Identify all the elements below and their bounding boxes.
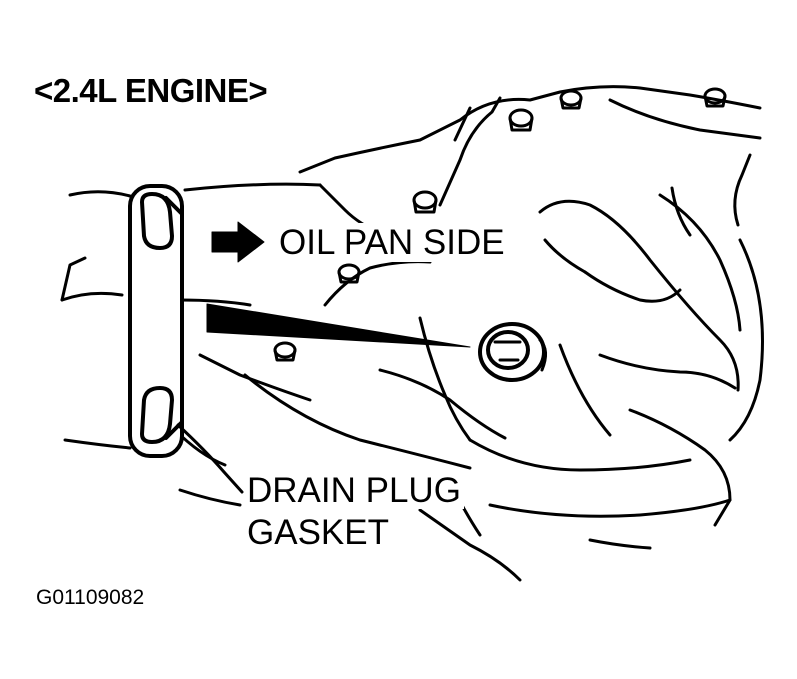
bolt-icon <box>559 89 583 110</box>
bolt-icon <box>508 108 534 132</box>
bolt-icon <box>412 190 438 214</box>
bolt-icon <box>273 341 297 362</box>
drain-plug <box>478 322 547 382</box>
drain-plug-label: DRAIN PLUG <box>244 472 464 509</box>
figure-id: G01109082 <box>36 586 145 609</box>
bolt-icon <box>337 263 361 284</box>
gasket-leader-line <box>176 423 244 494</box>
oil-pan-side-label: OIL PAN SIDE <box>276 223 508 262</box>
gasket-label: GASKET <box>244 514 392 551</box>
bolt-icon <box>703 87 727 108</box>
oil-pan-bolts <box>273 87 727 362</box>
diagram-title: <2.4L ENGINE> <box>34 72 268 109</box>
drain-plug-gasket <box>128 184 184 458</box>
right-arrow-icon <box>211 221 265 263</box>
pointer-wedge <box>206 303 471 348</box>
